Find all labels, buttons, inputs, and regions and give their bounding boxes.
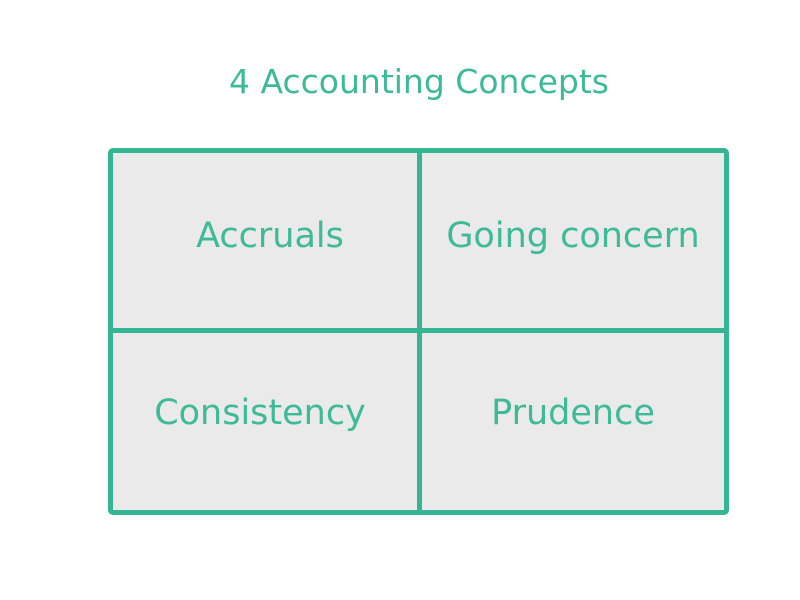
concept-label: Prudence [491, 392, 655, 433]
concept-label: Accruals [196, 215, 344, 256]
concept-cell-going-concern: Going concern [417, 148, 729, 333]
diagram-title: 4 Accounting Concepts [229, 62, 609, 101]
concept-cell-consistency: Consistency [108, 328, 422, 515]
concept-cell-prudence: Prudence [417, 328, 729, 515]
concept-label: Going concern [446, 215, 700, 256]
concept-cell-accruals: Accruals [108, 148, 422, 333]
concept-label: Consistency [154, 392, 366, 433]
